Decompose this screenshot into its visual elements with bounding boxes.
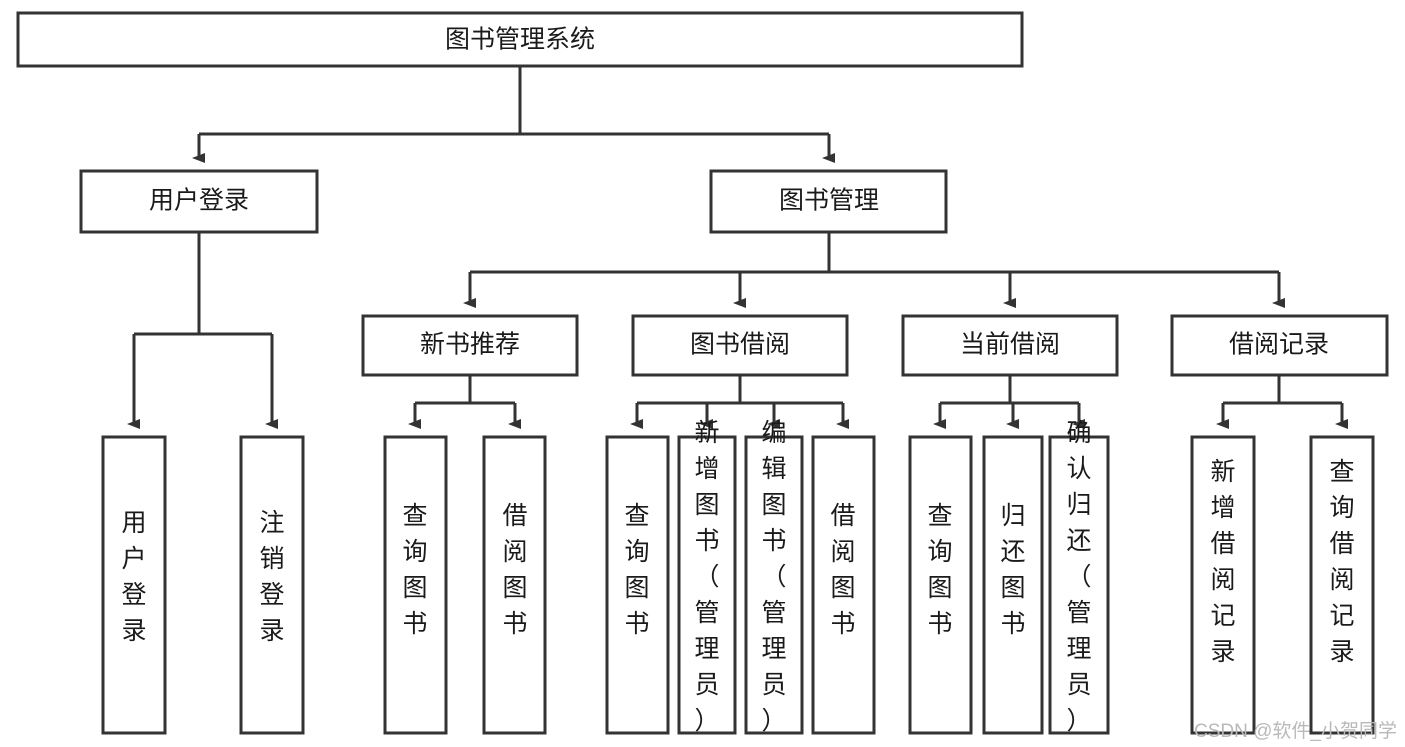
node-new-book-recommend-box[interactable] bbox=[361, 314, 579, 377]
leaf-add-record-label: 新增借阅记录 bbox=[1210, 458, 1235, 666]
leaf-query-book-2-label: 查询图书 bbox=[624, 502, 649, 638]
leaf-query-book-1-label: 查询图书 bbox=[402, 502, 427, 638]
leaf-confirm-return-label: 确认归还（管理员） bbox=[1066, 419, 1091, 735]
leaf-add-book[interactable]: 新增图书（管理员） bbox=[677, 419, 737, 735]
node-book-manage-label: 图书管理 bbox=[779, 187, 879, 215]
leaf-return-book-label: 归还图书 bbox=[1000, 502, 1025, 638]
node-book-borrow-label: 图书借阅 bbox=[690, 331, 790, 359]
leaf-user-login-label: 用户登录 bbox=[121, 509, 146, 645]
node-current-borrow[interactable]: 当前借阅 bbox=[901, 314, 1119, 377]
leaf-user-login[interactable]: 用户登录 bbox=[101, 435, 167, 735]
leaf-query-book-3[interactable]: 查询图书 bbox=[908, 435, 973, 735]
leaf-borrow-book-1-label: 借阅图书 bbox=[502, 502, 527, 638]
leaf-query-book-1[interactable]: 查询图书 bbox=[383, 435, 448, 735]
leaf-borrow-book-2-box[interactable] bbox=[811, 435, 876, 735]
leaf-logout-box[interactable] bbox=[239, 435, 305, 735]
leaf-query-book-3-label: 查询图书 bbox=[927, 502, 952, 638]
node-user-login[interactable]: 用户登录 bbox=[79, 169, 319, 234]
leaf-return-book-box[interactable] bbox=[982, 435, 1044, 735]
node-new-book-recommend[interactable]: 新书推荐 bbox=[361, 314, 579, 377]
leaf-edit-book-box[interactable] bbox=[744, 435, 804, 735]
csdn-watermark: CSDN @软件_小贺同学 bbox=[1194, 721, 1397, 742]
node-book-manage-box[interactable] bbox=[709, 169, 948, 234]
leaf-borrow-book-2[interactable]: 借阅图书 bbox=[811, 435, 876, 735]
leaf-borrow-book-1[interactable]: 借阅图书 bbox=[482, 435, 547, 735]
leaf-add-book-label: 新增图书（管理员） bbox=[694, 419, 719, 735]
leaf-query-record-box[interactable] bbox=[1309, 435, 1375, 735]
leaf-edit-book-label: 编辑图书（管理员） bbox=[761, 419, 786, 735]
leaf-add-book-box[interactable] bbox=[677, 435, 737, 735]
leaf-borrow-book-1-box[interactable] bbox=[482, 435, 547, 735]
leaf-query-book-3-box[interactable] bbox=[908, 435, 973, 735]
node-current-borrow-label: 当前借阅 bbox=[960, 331, 1060, 359]
node-borrow-record[interactable]: 借阅记录 bbox=[1170, 314, 1389, 377]
leaf-confirm-return-box[interactable] bbox=[1048, 435, 1110, 735]
leaf-query-record-label: 查询借阅记录 bbox=[1329, 458, 1354, 666]
node-borrow-record-box[interactable] bbox=[1170, 314, 1389, 377]
node-book-borrow-box[interactable] bbox=[631, 314, 849, 377]
node-current-borrow-box[interactable] bbox=[901, 314, 1119, 377]
leaf-add-record[interactable]: 新增借阅记录 bbox=[1190, 435, 1256, 735]
node-book-manage[interactable]: 图书管理 bbox=[709, 169, 948, 234]
leaf-query-record[interactable]: 查询借阅记录 bbox=[1309, 435, 1375, 735]
leaf-logout[interactable]: 注销登录 bbox=[239, 435, 305, 735]
leaf-edit-book[interactable]: 编辑图书（管理员） bbox=[744, 419, 804, 735]
node-root-label: 图书管理系统 bbox=[445, 26, 595, 54]
node-user-login-label: 用户登录 bbox=[149, 187, 249, 215]
node-borrow-record-label: 借阅记录 bbox=[1229, 331, 1329, 359]
node-root[interactable]: 图书管理系统 bbox=[16, 11, 1024, 68]
node-user-login-box[interactable] bbox=[79, 169, 319, 234]
leaf-borrow-book-2-label: 借阅图书 bbox=[830, 502, 855, 638]
leaf-query-book-2[interactable]: 查询图书 bbox=[605, 435, 670, 735]
leaf-return-book[interactable]: 归还图书 bbox=[982, 435, 1044, 735]
node-new-book-recommend-label: 新书推荐 bbox=[420, 331, 520, 359]
leaf-query-book-1-box[interactable] bbox=[383, 435, 448, 735]
node-root-box[interactable] bbox=[16, 11, 1024, 68]
leaf-user-login-box[interactable] bbox=[101, 435, 167, 735]
leaf-query-book-2-box[interactable] bbox=[605, 435, 670, 735]
connector-group bbox=[127, 66, 1348, 429]
leaf-add-record-box[interactable] bbox=[1190, 435, 1256, 735]
leaf-confirm-return[interactable]: 确认归还（管理员） bbox=[1048, 419, 1110, 735]
node-book-borrow[interactable]: 图书借阅 bbox=[631, 314, 849, 377]
leaf-logout-label: 注销登录 bbox=[259, 509, 284, 645]
